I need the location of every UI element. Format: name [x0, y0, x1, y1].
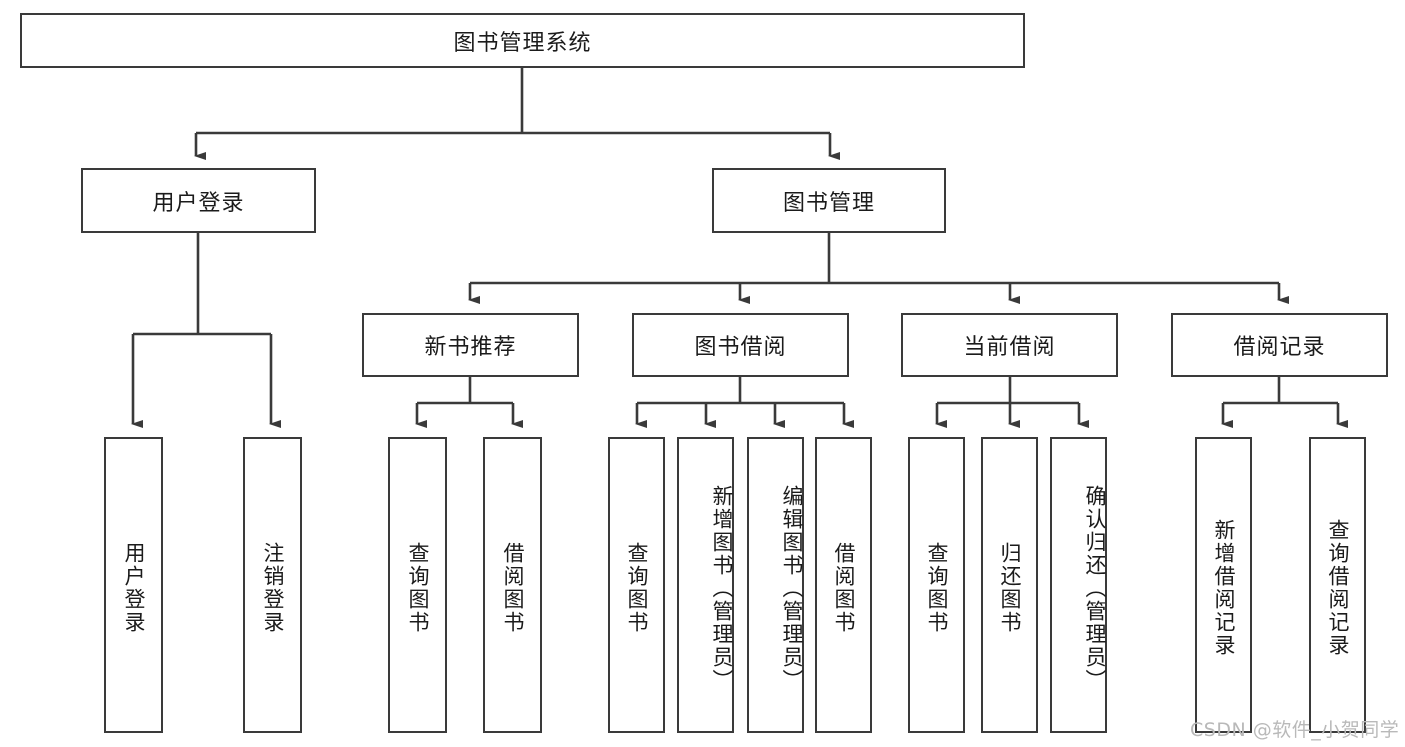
leaf-query-book-recommend[interactable]: 查询图书 — [388, 437, 447, 733]
node-root-system[interactable]: 图书管理系统 — [20, 13, 1025, 68]
node-book-borrow[interactable]: 图书借阅 — [632, 313, 849, 377]
node-borrow-record[interactable]: 借阅记录 — [1171, 313, 1388, 377]
node-user-login[interactable]: 用户登录 — [81, 168, 316, 233]
leaf-user-login[interactable]: 用户登录 — [104, 437, 163, 733]
node-new-book-recommend[interactable]: 新书推荐 — [362, 313, 579, 377]
leaf-add-borrow-record[interactable]: 新增借阅记录 — [1195, 437, 1252, 733]
leaf-borrow-book[interactable]: 借阅图书 — [815, 437, 872, 733]
leaf-logout[interactable]: 注销登录 — [243, 437, 302, 733]
leaf-query-borrow-record[interactable]: 查询借阅记录 — [1309, 437, 1366, 733]
leaf-add-book-admin[interactable]: 新增图书（管理员） — [677, 437, 734, 733]
node-current-borrow[interactable]: 当前借阅 — [901, 313, 1118, 377]
node-book-management[interactable]: 图书管理 — [712, 168, 946, 233]
leaf-return-book[interactable]: 归还图书 — [981, 437, 1038, 733]
watermark-credit: CSDN @软件_小贺同学 — [1190, 719, 1400, 741]
leaf-query-book-borrow[interactable]: 查询图书 — [608, 437, 665, 733]
leaf-edit-book-admin[interactable]: 编辑图书（管理员） — [747, 437, 804, 733]
leaf-confirm-return-admin[interactable]: 确认归还（管理员） — [1050, 437, 1107, 733]
leaf-borrow-book-recommend[interactable]: 借阅图书 — [483, 437, 542, 733]
leaf-query-book-current[interactable]: 查询图书 — [908, 437, 965, 733]
